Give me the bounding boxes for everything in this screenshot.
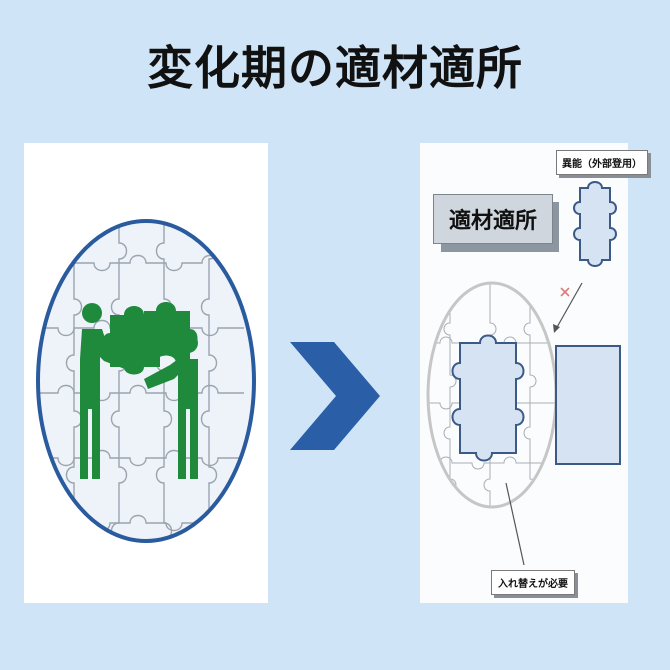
- external-talent-piece: [573, 181, 617, 267]
- puzzle-replacement-diagram: [426, 181, 621, 566]
- placement-label: 適材適所: [433, 194, 553, 244]
- left-illustration: [24, 143, 268, 603]
- placement-banner: 適材適所: [433, 194, 559, 252]
- highlighted-piece: [451, 334, 525, 462]
- ability-label: 異能（外部登用）: [556, 150, 648, 175]
- insert-arrow-head: [553, 324, 560, 333]
- insert-arrow-line: [555, 282, 583, 330]
- page-title: 変化期の適材適所: [147, 41, 523, 95]
- swap-pointer-line: [505, 482, 525, 566]
- chevron-right-icon: [290, 342, 380, 450]
- team-puzzle-illustration: [36, 219, 256, 543]
- swap-label: 入れ替えが必要: [491, 570, 575, 595]
- people-holding-puzzle-icon: [80, 302, 198, 479]
- replacement-slot: [555, 345, 621, 465]
- x-mark-icon: [560, 287, 570, 297]
- puzzle-circle-outline: [36, 219, 256, 543]
